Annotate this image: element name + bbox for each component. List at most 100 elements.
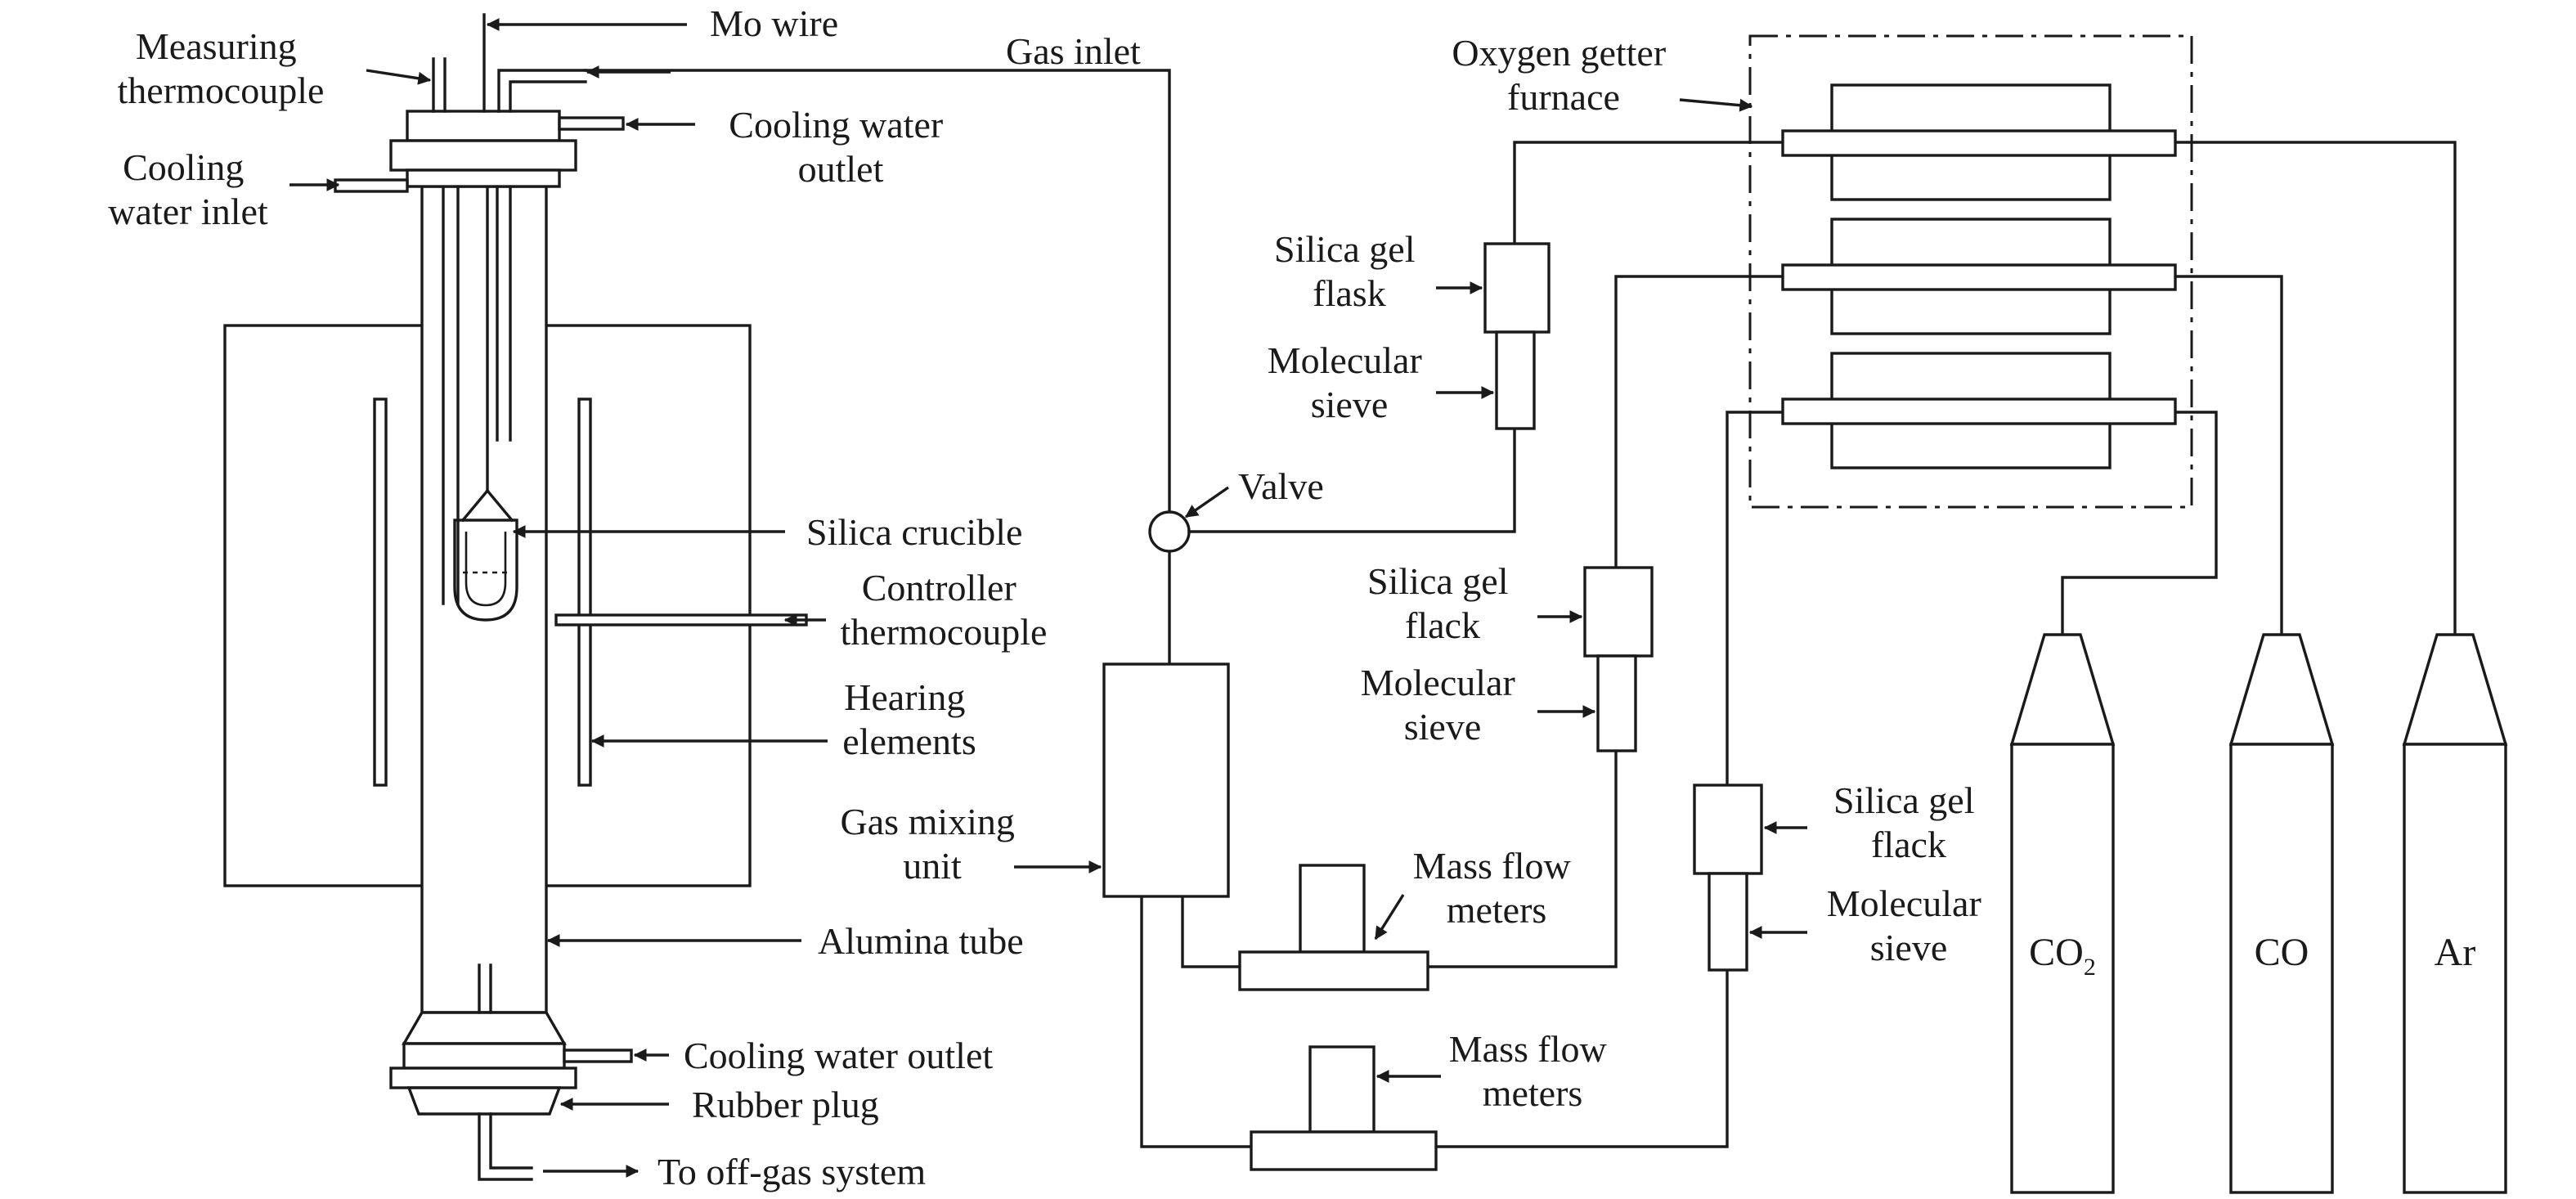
cylinder-co2-neck <box>2009 633 2116 746</box>
off-gas-pipe-inner <box>489 1112 533 1170</box>
purifier-2 <box>1583 566 1654 752</box>
cylinder-co-label: CO <box>2255 931 2309 974</box>
label-gas-mixing-unit-line1: Gas mixing <box>841 801 1015 842</box>
arrow-mass-flow-meters-1 <box>1374 894 1405 941</box>
label-cooling-water-outlet-bottom: Cooling water outlet <box>684 1035 993 1076</box>
getter1-to-ar-line <box>2174 141 2457 636</box>
label-molecular-sieve-3: Molecular sieve <box>1827 882 1991 968</box>
label-measuring-thermocouple-line2: thermocouple <box>118 70 325 111</box>
getter2-to-co-line <box>2174 275 2283 636</box>
top-flange-lower <box>406 168 561 188</box>
label-mass-flow-meters-1: Mass flow meters <box>1413 845 1580 931</box>
silica-crucible <box>453 519 518 622</box>
label-gas-inlet: Gas inlet <box>1006 30 1141 72</box>
label-mass-flow-meters-2: Mass flow meters <box>1449 1028 1616 1114</box>
arrow-measuring-thermocouple <box>366 69 432 85</box>
label-oxygen-getter-furnace-line1: Oxygen getter <box>1452 32 1666 74</box>
cylinder-ar-neck <box>2402 633 2508 746</box>
cylinder-co-neck <box>2228 633 2335 746</box>
gas-cylinder-co2: CO2 <box>2009 633 2116 1194</box>
crucible-inner <box>464 532 507 607</box>
mass-flow-meter-2 <box>1250 1045 1438 1171</box>
flask2-to-getter-line <box>1614 275 1784 569</box>
mixer-to-mfm1-line <box>1181 895 1241 968</box>
label-cooling-water-outlet-top-line2: outlet <box>798 148 884 190</box>
labels: Mo wire Measuring thermocouple Cooling w… <box>108 2 1991 1192</box>
gas-inlet-pipe-top <box>497 69 587 113</box>
label-cooling-water-inlet-line2: water inlet <box>108 191 268 232</box>
label-mass-flow-meters-2-line2: meters <box>1483 1072 1583 1114</box>
reaction-furnace <box>223 13 808 1181</box>
controller-thermocouple <box>554 613 808 626</box>
label-silica-gel-flack-2: Silica gel flack <box>1367 560 1518 646</box>
mass-flow-meter-1-base <box>1238 950 1429 991</box>
getter-tube-1 <box>1781 129 2177 157</box>
label-cooling-water-inlet-line1: Cooling <box>123 146 244 188</box>
rubber-plug <box>406 1086 562 1116</box>
gas-inlet-line <box>584 69 1171 666</box>
silica-gel-flack-2 <box>1583 566 1654 658</box>
arrow-valve <box>1184 486 1229 519</box>
label-measuring-thermocouple-line1: Measuring <box>136 25 297 67</box>
label-silica-gel-flack-3-line1: Silica gel <box>1833 779 1974 821</box>
alumina-tube <box>420 185 548 1014</box>
label-alumina-tube: Alumina tube <box>818 920 1024 962</box>
valve-branch-line <box>1187 427 1516 533</box>
label-silica-crucible: Silica crucible <box>806 511 1022 553</box>
mfm2-to-sieve3-line <box>1434 968 1729 1148</box>
mass-flow-meter-1 <box>1238 864 1429 991</box>
label-molecular-sieve-2: Molecular sieve <box>1361 662 1525 748</box>
cylinder-ar-body <box>2403 743 2507 1194</box>
getter3-to-co2-line <box>2061 411 2218 636</box>
label-cooling-water-outlet-top-line1: Cooling water <box>729 104 943 146</box>
top-flange-middle <box>389 139 577 172</box>
arrow-oxygen-getter <box>1679 98 1753 112</box>
purifier-1 <box>1483 242 1551 430</box>
bottom-flange <box>402 1042 566 1070</box>
label-gas-mixing-unit-line2: unit <box>903 845 962 887</box>
bottom-flange-wide <box>389 1067 577 1089</box>
mass-flow-meter-1-body <box>1299 864 1366 954</box>
cylinder-co2-label: CO2 <box>2029 931 2096 981</box>
label-mo-wire: Mo wire <box>710 2 838 44</box>
label-measuring-thermocouple: Measuring thermocouple <box>118 25 325 111</box>
gas-piping <box>584 69 2457 1148</box>
bottom-cone <box>402 1011 567 1045</box>
label-silica-gel-flask-1-line1: Silica gel <box>1274 228 1415 270</box>
label-oxygen-getter-furnace: Oxygen getter furnace <box>1452 32 1675 118</box>
oxygen-getter-furnace <box>1748 34 2193 509</box>
cylinder-co2-body <box>2010 743 2115 1194</box>
cooling-water-inlet-pipe <box>334 178 409 193</box>
heating-element-right <box>577 397 592 787</box>
label-silica-gel-flack-2-line1: Silica gel <box>1367 560 1508 602</box>
label-molecular-sieve-1-line1: Molecular <box>1268 339 1422 381</box>
label-silica-gel-flack-2-line2: flack <box>1405 604 1480 646</box>
label-valve: Valve <box>1238 465 1324 507</box>
label-to-off-gas: To off-gas system <box>657 1151 926 1192</box>
label-silica-gel-flack-3-line2: flack <box>1871 824 1946 865</box>
label-heating-elements-line1: Hearing <box>844 676 965 718</box>
label-molecular-sieve-1-line2: sieve <box>1311 384 1389 425</box>
mass-flow-meter-2-base <box>1250 1130 1438 1171</box>
label-controller-thermocouple-line2: thermocouple <box>841 611 1048 653</box>
mfm1-to-sieve2-line <box>1426 749 1618 968</box>
purifier-3 <box>1693 784 1763 972</box>
flask3-to-getter-line <box>1726 411 1784 787</box>
getter-furnace-enclosure <box>1748 34 2193 509</box>
mixer-to-mfm2-line <box>1140 895 1253 1148</box>
valve <box>1148 510 1191 553</box>
label-cooling-water-inlet: Cooling water inlet <box>108 146 268 232</box>
silica-gel-flack-3 <box>1693 784 1763 875</box>
crucible-hanger <box>460 488 514 523</box>
gas-cylinder-co: CO <box>2228 633 2335 1194</box>
label-oxygen-getter-furnace-line2: furnace <box>1507 76 1620 118</box>
label-silica-gel-flask-1-line2: flask <box>1313 272 1385 314</box>
flask1-to-getter-line <box>1513 141 1784 245</box>
top-flange-upper <box>406 110 561 142</box>
label-heating-elements-line2: elements <box>842 721 976 762</box>
label-silica-gel-flack-3: Silica gel flack <box>1833 779 1984 865</box>
gas-inlet-pipe-top-inner <box>509 80 587 113</box>
getter-tube-3 <box>1781 397 2177 425</box>
label-heating-elements: Hearing elements <box>842 676 976 762</box>
